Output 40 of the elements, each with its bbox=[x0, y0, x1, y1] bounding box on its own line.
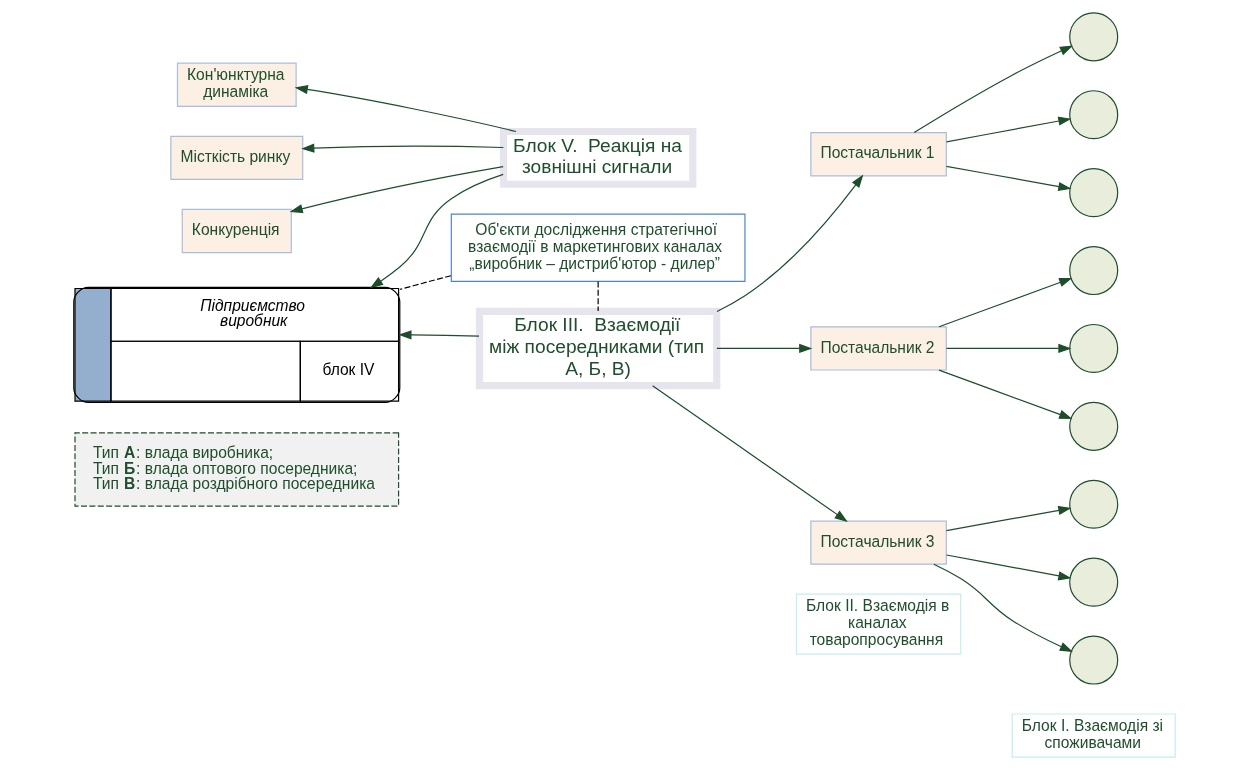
arrow bbox=[937, 369, 1072, 419]
arrow bbox=[715, 174, 863, 313]
arrow bbox=[937, 277, 1072, 328]
arrow bbox=[945, 505, 1071, 532]
connector bbox=[399, 275, 451, 290]
node-circle bbox=[1068, 479, 1118, 529]
arrow bbox=[932, 563, 1073, 652]
node-circle bbox=[1068, 323, 1118, 374]
arrow bbox=[651, 385, 848, 522]
node-circle bbox=[1068, 168, 1118, 218]
arrow bbox=[715, 343, 812, 354]
node-box: Блок II. Взаємодія в каналах товаропросування bbox=[795, 593, 961, 655]
node-box: Постачальник 2 bbox=[809, 326, 947, 371]
node-box: Конкуренція bbox=[181, 208, 292, 254]
arrow bbox=[300, 143, 504, 153]
node-circle bbox=[1068, 401, 1118, 451]
node-box: Кон'юнктурна динаміка bbox=[176, 62, 297, 107]
node-box: Блок I. Взаємодія зі споживачами bbox=[1011, 713, 1176, 758]
node-box: Блок III. Взаємодії між посередниками (тип А, Б, В) bbox=[475, 307, 720, 390]
node-box: Постачальник 1 bbox=[809, 132, 947, 177]
node-circle bbox=[1068, 557, 1118, 607]
arrow bbox=[913, 45, 1073, 134]
connector bbox=[597, 280, 599, 312]
arrow bbox=[397, 330, 480, 340]
node-box: Місткість ринку bbox=[169, 135, 303, 181]
arrow bbox=[945, 554, 1071, 581]
node-box: Постачальник 3 bbox=[809, 520, 947, 565]
node-circle bbox=[1068, 635, 1118, 685]
arrow bbox=[945, 343, 1072, 354]
arrow bbox=[294, 84, 517, 133]
arrow bbox=[369, 173, 504, 289]
node-box: Тип А: влада виробника; Тип Б: влада оптового посередника; Тип В: влада роздрібного посередника bbox=[73, 432, 399, 507]
node-box: Блок V. Реакція на зовнішні сигнали bbox=[499, 127, 696, 188]
node-box: Об'єкти дослідження стратегічної взаємодії в маркетингових каналах „виробник – дистриб'ютор - дилер” bbox=[450, 213, 746, 282]
arrow bbox=[289, 166, 504, 214]
node-circle bbox=[1068, 12, 1118, 62]
arrow bbox=[945, 165, 1071, 192]
arrow bbox=[945, 116, 1071, 143]
node-circle bbox=[1068, 245, 1118, 296]
node-circle bbox=[1068, 90, 1118, 140]
